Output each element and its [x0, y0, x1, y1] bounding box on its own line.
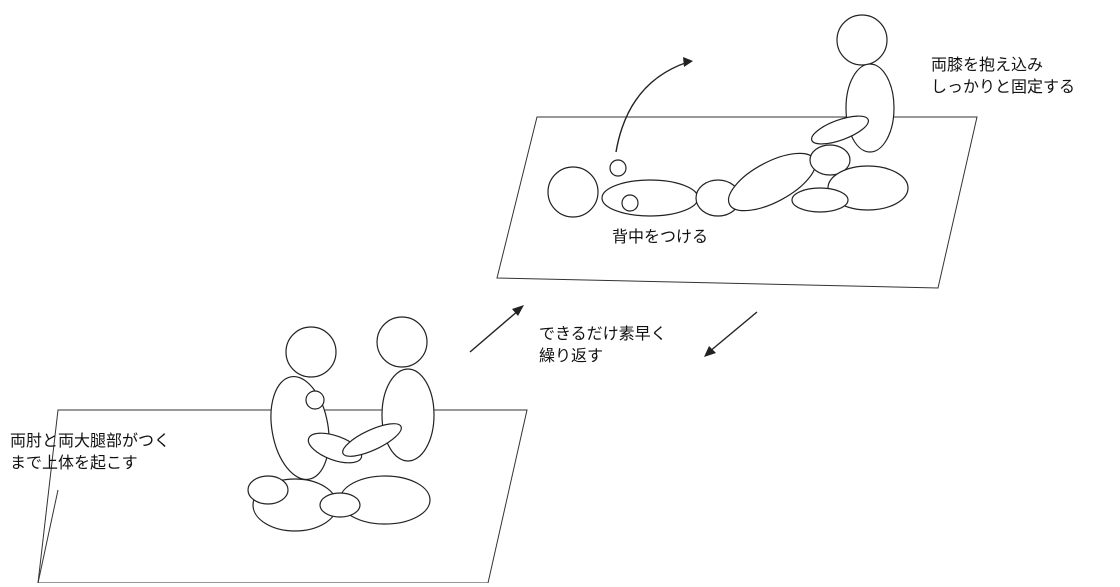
annotation-lying: 背中をつける	[612, 227, 709, 246]
annotation-top-right-line1: 両膝を抱え込み	[931, 55, 1044, 74]
lying-knee	[809, 144, 851, 176]
partner-torso-top	[845, 63, 895, 153]
partner-head-bottom	[376, 316, 428, 368]
lying-head	[547, 166, 599, 218]
lying-torso	[601, 179, 699, 217]
lying-hand	[609, 159, 627, 177]
annotation-middle-line1: できるだけ素早く	[539, 324, 667, 343]
lying-hand-2	[621, 194, 639, 212]
partner-figure-bottom	[319, 316, 435, 525]
partner-torso-bottom	[381, 368, 435, 462]
annotation-top-right: 両膝を抱え込み しっかりと固定する	[931, 54, 1075, 98]
partner-foot-bottom	[319, 492, 361, 518]
upper-floor-mat	[496, 116, 978, 289]
partner-arm-bottom	[342, 423, 402, 457]
sitting-torso	[270, 375, 330, 481]
annotation-bottom-left-line2: まで上体を起こす	[10, 453, 138, 472]
down-arrow	[704, 311, 758, 357]
rotation-arrow	[615, 57, 693, 153]
annotation-middle-line2: 繰り返す	[539, 346, 604, 365]
partner-foot-top	[791, 187, 849, 213]
sitting-hand	[305, 390, 325, 410]
partner-arm-top	[811, 115, 869, 145]
annotation-top-right-line2: しっかりと固定する	[931, 77, 1076, 96]
up-arrow	[469, 305, 524, 353]
partner-head-top	[836, 14, 888, 66]
annotation-bottom-left: 両肘と両大腿部がつく まで上体を起こす	[10, 430, 170, 474]
sitting-head	[285, 326, 337, 378]
partner-figure-top	[791, 14, 909, 213]
sitting-knee	[247, 475, 289, 505]
annotation-middle: できるだけ素早く 繰り返す	[539, 323, 667, 367]
annotation-bottom-left-line1: 両肘と両大腿部がつく	[10, 431, 171, 450]
lying-figure	[547, 144, 851, 218]
